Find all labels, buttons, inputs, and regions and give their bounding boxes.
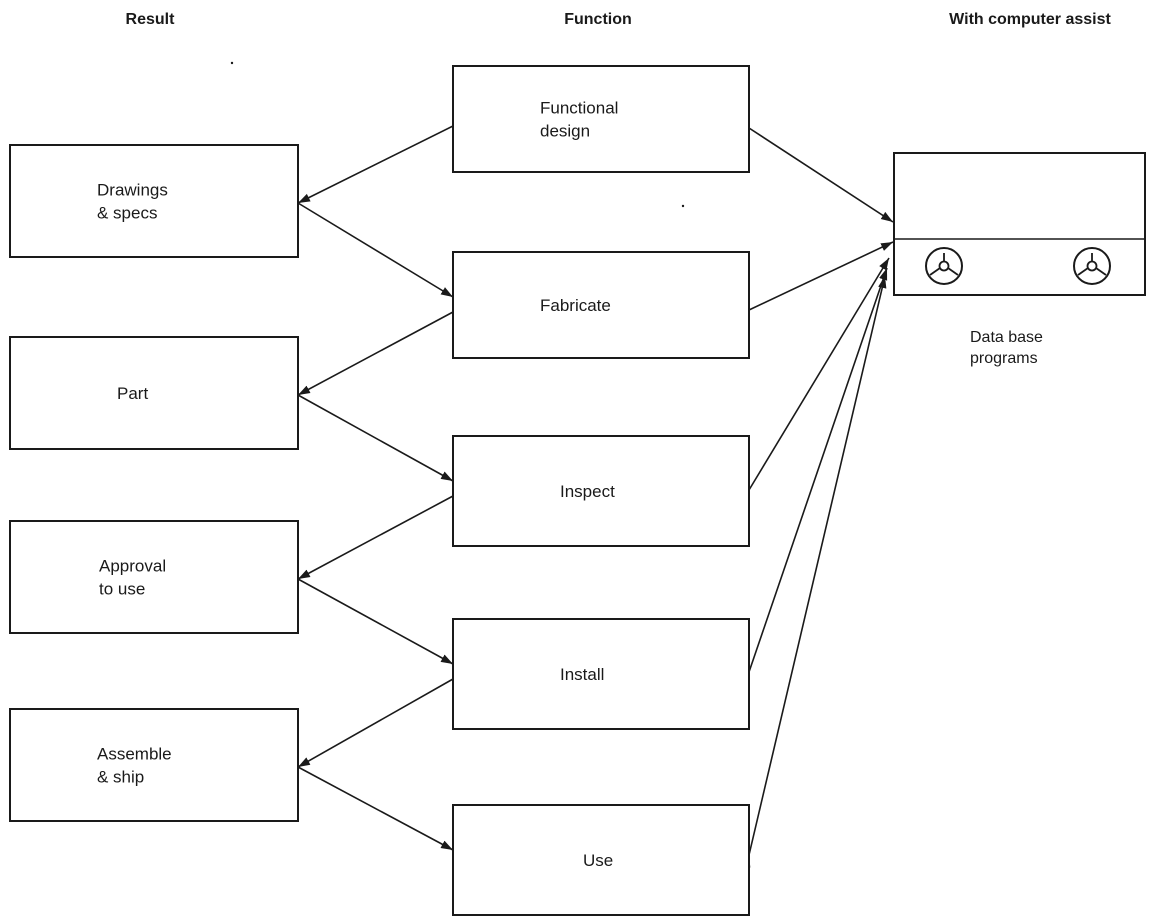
function-label-line: Install [560,665,604,684]
function-label-line: Use [583,851,613,870]
result-column-header: Result [126,11,176,28]
scan-speck [230,61,234,65]
result-box-assemble [9,708,299,822]
function-label-fabricate: Fabricate [540,296,611,315]
result-label-approval: Approval to use [99,557,166,599]
result-box-drawings [9,144,299,258]
computer-caption: Data base programs [970,329,1047,367]
result-label-line: Part [117,384,148,403]
tape-reel-icon [1073,247,1111,285]
scan-speck [681,204,685,208]
flow-arrow-approval-to-install [297,578,454,665]
tape-reel-icon [925,247,963,285]
result-label-line: Drawings [97,181,168,200]
flow-arrow-inspect-to-approval [297,495,454,580]
flow-arrow-fabricate-to-part [297,311,454,396]
computer-link-functional-design [736,117,894,223]
computer-column-header: With computer assist [949,11,1111,28]
computer-link-inspect [739,257,890,503]
function-box-inspect [452,435,750,547]
flow-arrow-functional-design-to-drawings [297,125,454,204]
function-label-install: Install [560,665,604,684]
function-label-line: Functional [540,99,618,118]
edges-layer [297,117,894,868]
function-label-use: Use [583,851,613,870]
result-box-approval [9,520,299,634]
flow-arrow-drawings-to-fabricate [297,202,454,298]
function-box-functional-design [452,65,750,173]
function-label-line: Inspect [560,482,615,501]
result-label-assemble: Assemble & ship [97,745,172,787]
function-label-line: design [540,122,590,141]
flow-arrow-install-to-assemble [297,678,454,768]
function-box-fabricate [452,251,750,359]
result-label-drawings: Drawings & specs [97,181,168,223]
computer-link-fabricate [736,241,894,319]
result-label-line: & ship [97,768,144,787]
result-label-line: to use [99,580,145,599]
function-label-inspect: Inspect [560,482,615,501]
function-box-use [452,804,750,916]
result-label-line: Approval [99,557,166,576]
result-label-part: Part [117,384,148,403]
result-box-part [9,336,299,450]
function-label-line: Fabricate [540,296,611,315]
flow-arrow-assemble-to-use [297,766,454,851]
function-column-header: Function [564,11,632,28]
result-label-line: Assemble [97,745,172,764]
computer-unit: Data base programs [893,152,1146,367]
function-label-functional-design: Functional design [540,99,618,141]
computer-caption-line: programs [970,350,1038,367]
computer-link-use [742,275,887,868]
flow-arrow-part-to-inspect [297,394,454,482]
computer-caption-line: Data base [970,329,1043,346]
function-box-install [452,618,750,730]
computer-link-install [741,267,888,685]
result-label-line: & specs [97,204,157,223]
